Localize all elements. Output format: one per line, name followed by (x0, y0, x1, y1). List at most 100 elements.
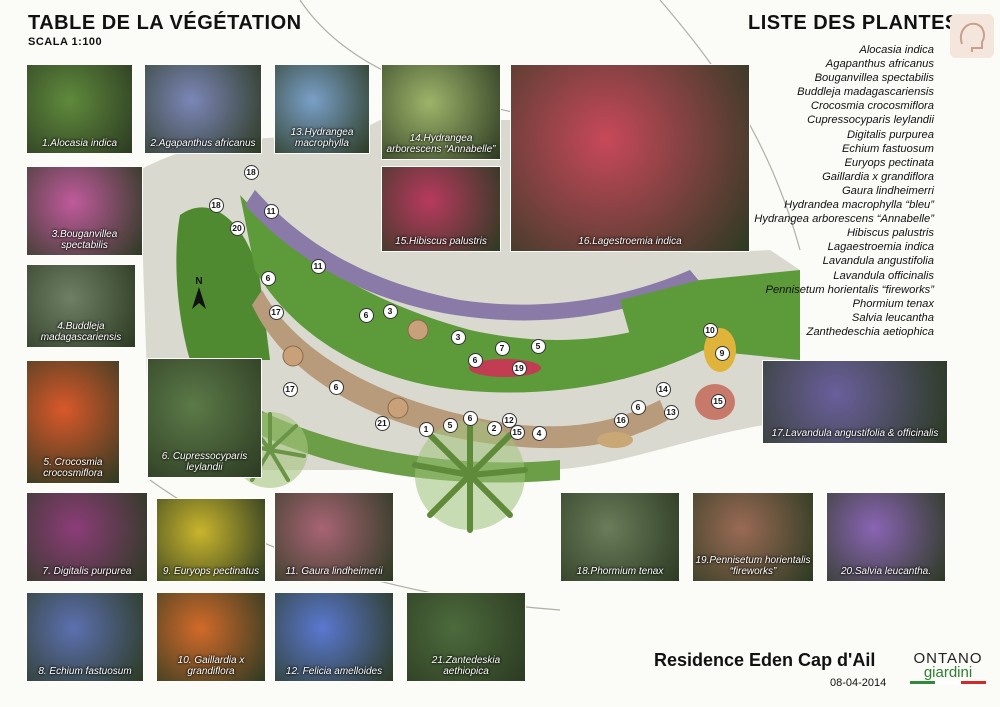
plan-marker: 12 (501, 412, 517, 428)
north-label: N (195, 276, 203, 287)
north-arrow-icon (192, 287, 206, 309)
round-feature-1 (282, 345, 304, 367)
logo-text-top: ONTANO (913, 650, 983, 667)
plant-list-item: Echium fastuosum (841, 142, 934, 155)
plan-marker: 6 (328, 379, 344, 395)
plan-marker: 16 (613, 412, 629, 428)
flag-green (910, 681, 936, 684)
italian-flag-stripe (910, 681, 986, 684)
page-title: TABLE DE LA VÉGÉTATION (28, 12, 302, 34)
plant-list-item: Hydrangea arborescens “Annabelle” (754, 213, 934, 226)
plan-marker: 3 (382, 303, 398, 319)
plant-list-item: Agapanthus africanus (825, 58, 934, 71)
plan-marker: 9 (714, 345, 730, 361)
plant-photo-zantedeschia: 21.Zantedeskia aethiopica (406, 592, 526, 682)
round-feature-2 (387, 397, 409, 419)
plan-marker: 3 (450, 329, 466, 345)
plant-list-item: Euryops pectinata (844, 156, 934, 169)
plan-marker: 13 (663, 404, 679, 420)
flag-white (935, 681, 961, 684)
company-logo: ONTANO giardini (908, 650, 988, 684)
plant-list-title: LISTE DES PLANTES (748, 12, 959, 34)
plant-photo-salvia: 20.Salvia leucantha. (826, 492, 946, 582)
left-lawn (176, 207, 270, 360)
plan-marker: 6 (358, 307, 374, 323)
plant-photo-bougainvillea: 3.Bouganvillea spectabilis (26, 166, 143, 256)
plan-marker: 15 (509, 424, 525, 440)
project-name: Residence Eden Cap d'Ail (654, 650, 876, 670)
plan-marker: 6 (260, 270, 276, 286)
plant-list-item: Gaillardia x grandiflora (822, 170, 934, 183)
stone-path (252, 290, 668, 449)
plant-list-item: Buddleja madagascariensis (797, 86, 934, 99)
plant-list-item: Crocosmia crocosmiflora (810, 100, 934, 113)
plant-photo-lagerstroemia: 16.Lagestroemia indica (510, 64, 750, 252)
plant-list-item: Digitalis purpurea (846, 128, 934, 141)
plant-list-item: Lavandula officinalis (833, 269, 934, 282)
plant-photo-cupressocyparis: 6. Cupressocyparis leylandii (147, 358, 262, 478)
plant-photo-echium: 8. Echium fastuosum (26, 592, 144, 682)
plant-list-item: Gaura lindheimerri (841, 184, 934, 197)
plant-list-item: Cupressocyparis leylandii (807, 114, 934, 127)
plan-marker: 6 (462, 410, 478, 426)
plan-marker: 6 (467, 352, 483, 368)
plan-marker: 10 (702, 322, 718, 338)
right-lawn (620, 270, 800, 370)
plan-marker: 11 (310, 258, 326, 274)
plan-marker: 5 (442, 417, 458, 433)
plan-marker: 19 (511, 360, 527, 376)
plant-photo-hibiscus: 15.Hibiscus palustris (381, 166, 501, 252)
plant-photo-gaillardia: 10. Gaillardia x grandiflora (156, 592, 266, 682)
plant-list-item: Hibiscus palustris (846, 227, 934, 240)
plant-photo-gaura: 11. Gaura lindheimerii (274, 492, 394, 582)
plan-marker: 2 (486, 420, 502, 436)
plant-photo-crocosmia: 5. Crocosmia crocosmiflora (26, 360, 120, 484)
plant-list-item: Lagaestroemia indica (827, 241, 934, 254)
plan-marker: 14 (655, 381, 671, 397)
scale-label: SCALA 1:100 (28, 36, 103, 48)
round-feature-3 (407, 319, 429, 341)
plan-marker: 17 (282, 381, 298, 397)
plant-list-item: Zanthedeschia aetiophica (806, 325, 934, 338)
plan-marker: 18 (208, 197, 224, 213)
plant-photo-phormium: 18.Phormium tenax (560, 492, 680, 582)
plant-list-item: Salvia leucantha (851, 311, 934, 324)
palm-tree (412, 417, 528, 533)
main-lawn (240, 195, 740, 393)
plan-marker: 7 (494, 340, 510, 356)
north-arrow: N (192, 276, 206, 314)
flag-red (960, 681, 986, 684)
plant-photo-lavandula: 17.Lavandula angustifolia & officinalis (762, 360, 948, 444)
plan-marker: 18 (243, 164, 259, 180)
plant-list-item: Hydrandea macrophylla “bleu” (784, 199, 934, 212)
project-date: 08-04-2014 (830, 677, 887, 689)
plan-marker: 1 (418, 421, 434, 437)
plant-photo-hydrangea-annabelle: 14.Hydrangea arborescens “Annabelle” (381, 64, 501, 160)
plan-marker: 5 (530, 338, 546, 354)
plant-photo-alocasia: 1.Alocasia indica (26, 64, 133, 154)
plant-photo-euryops: 9. Euryops pectinatus (156, 498, 266, 582)
plant-list-item: Alocasia indica (859, 44, 934, 56)
plan-marker: 20 (229, 220, 245, 236)
head-logo-icon (950, 14, 994, 58)
plan-marker: 6 (630, 399, 646, 415)
stepping-stone (597, 432, 633, 448)
logo-text-bottom: giardini (923, 664, 973, 681)
plant-photo-digitalis: 7. Digitalis purpurea (26, 492, 148, 582)
plan-marker: 15 (710, 393, 726, 409)
plant-list-item: Lavandula angustifolia (822, 255, 934, 268)
plan-marker: 4 (531, 425, 547, 441)
plan-marker: 21 (374, 415, 390, 431)
plant-list-item: Bouganvillea spectabilis (814, 72, 934, 85)
plan-marker: 11 (263, 203, 279, 219)
plant-list-item: Phormium tenax (852, 297, 934, 310)
plant-list: Alocasia indica Agapanthus africanus Bou… (674, 43, 934, 339)
plan-marker: 17 (268, 304, 284, 320)
plant-photo-pennisetum: 19.Pennisetum horientalis “fireworks” (692, 492, 814, 582)
plant-photo-felicia: 12. Felicia amelloides (274, 592, 394, 682)
plant-photo-buddleja: 4.Buddleja madagascariensis (26, 264, 136, 348)
plant-photo-agapanthus: 2.Agapanthus africanus (144, 64, 262, 154)
plant-list-item: Pennisetum horientalis “fireworks” (765, 283, 935, 296)
